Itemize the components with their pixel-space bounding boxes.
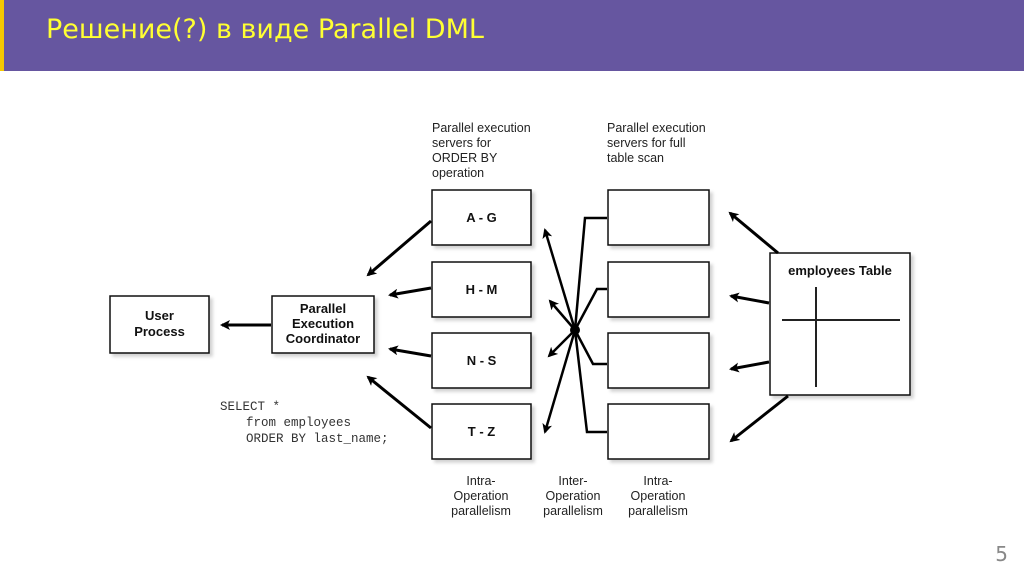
svg-text:parallelism: parallelism	[628, 504, 688, 518]
arrow-hub-to-h-m	[548, 299, 576, 331]
svg-text:Intra-: Intra-	[643, 474, 672, 488]
page-number: 5	[995, 542, 1008, 566]
arrow-table-to-scan-4	[729, 394, 789, 443]
arrow-a-g-to-coordinator	[366, 219, 432, 277]
employees-table-box: employees Table	[769, 252, 911, 396]
svg-text:Parallel: Parallel	[300, 301, 346, 316]
slide-title: Решение(?) в виде Parallel DML	[46, 14, 484, 45]
scan-servers-caption: Parallel execution servers for full tabl…	[607, 121, 706, 165]
coordinator-box: Parallel Execution Coordinator	[271, 295, 375, 354]
svg-text:Process: Process	[134, 324, 185, 339]
arrow-hub-to-t-z	[542, 329, 577, 434]
arrow-n-s-to-coordinator	[388, 345, 432, 358]
header-accent-bar	[0, 0, 4, 71]
arrow-hub-to-a-g	[542, 228, 577, 331]
svg-text:servers for: servers for	[432, 136, 491, 150]
svg-text:SELECT *: SELECT *	[220, 400, 280, 414]
svg-text:parallelism: parallelism	[451, 504, 511, 518]
svg-text:Operation: Operation	[546, 489, 601, 503]
svg-text:Execution: Execution	[292, 316, 354, 331]
sql-query: SELECT * from employees ORDER BY last_na…	[220, 400, 389, 446]
arrow-t-z-to-coordinator	[366, 375, 432, 430]
svg-text:User: User	[145, 308, 174, 323]
svg-text:table scan: table scan	[607, 151, 664, 165]
caption-intra-left: Intra- Operation parallelism	[451, 474, 511, 518]
scan-server-box-3	[607, 332, 710, 389]
server-box-n-s: N - S	[431, 332, 532, 389]
svg-text:from employees: from employees	[246, 416, 351, 430]
order-by-servers-caption: Parallel execution servers for ORDER BY …	[432, 121, 531, 180]
svg-text:Operation: Operation	[631, 489, 686, 503]
svg-text:Parallel execution: Parallel execution	[432, 121, 531, 135]
svg-text:T - Z: T - Z	[468, 424, 495, 439]
user-process-box: User Process	[109, 295, 210, 354]
svg-text:N - S: N - S	[467, 353, 497, 368]
caption-inter: Inter- Operation parallelism	[543, 474, 603, 518]
svg-text:Coordinator: Coordinator	[286, 331, 360, 346]
svg-text:Parallel execution: Parallel execution	[607, 121, 706, 135]
server-box-t-z: T - Z	[431, 403, 532, 460]
arrow-h-m-to-coordinator	[388, 286, 432, 299]
arrow-table-to-scan-2	[729, 292, 770, 305]
redistribution-lines	[542, 216, 607, 434]
arrow-table-to-scan-3	[729, 360, 770, 373]
scan-server-box-1	[607, 189, 710, 246]
svg-text:operation: operation	[432, 166, 484, 180]
svg-text:H - M: H - M	[466, 282, 498, 297]
svg-text:servers for full: servers for full	[607, 136, 686, 150]
server-box-h-m: H - M	[431, 261, 532, 318]
svg-text:Inter-: Inter-	[558, 474, 587, 488]
caption-intra-right: Intra- Operation parallelism	[628, 474, 688, 518]
svg-text:ORDER BY: ORDER BY	[432, 151, 498, 165]
scan-server-box-2	[607, 261, 710, 318]
arrow-hub-to-n-s	[547, 329, 576, 358]
scan-server-box-4	[607, 403, 710, 460]
svg-text:parallelism: parallelism	[543, 504, 603, 518]
svg-text:ORDER BY last_name;: ORDER BY last_name;	[246, 432, 389, 446]
svg-text:A - G: A - G	[466, 210, 497, 225]
svg-text:employees Table: employees Table	[788, 263, 892, 278]
server-box-a-g: A - G	[431, 189, 532, 246]
slide-header: Решение(?) в виде Parallel DML	[0, 0, 1024, 71]
svg-text:Operation: Operation	[454, 489, 509, 503]
arrow-table-to-scan-1	[728, 211, 779, 255]
svg-text:Intra-: Intra-	[466, 474, 495, 488]
